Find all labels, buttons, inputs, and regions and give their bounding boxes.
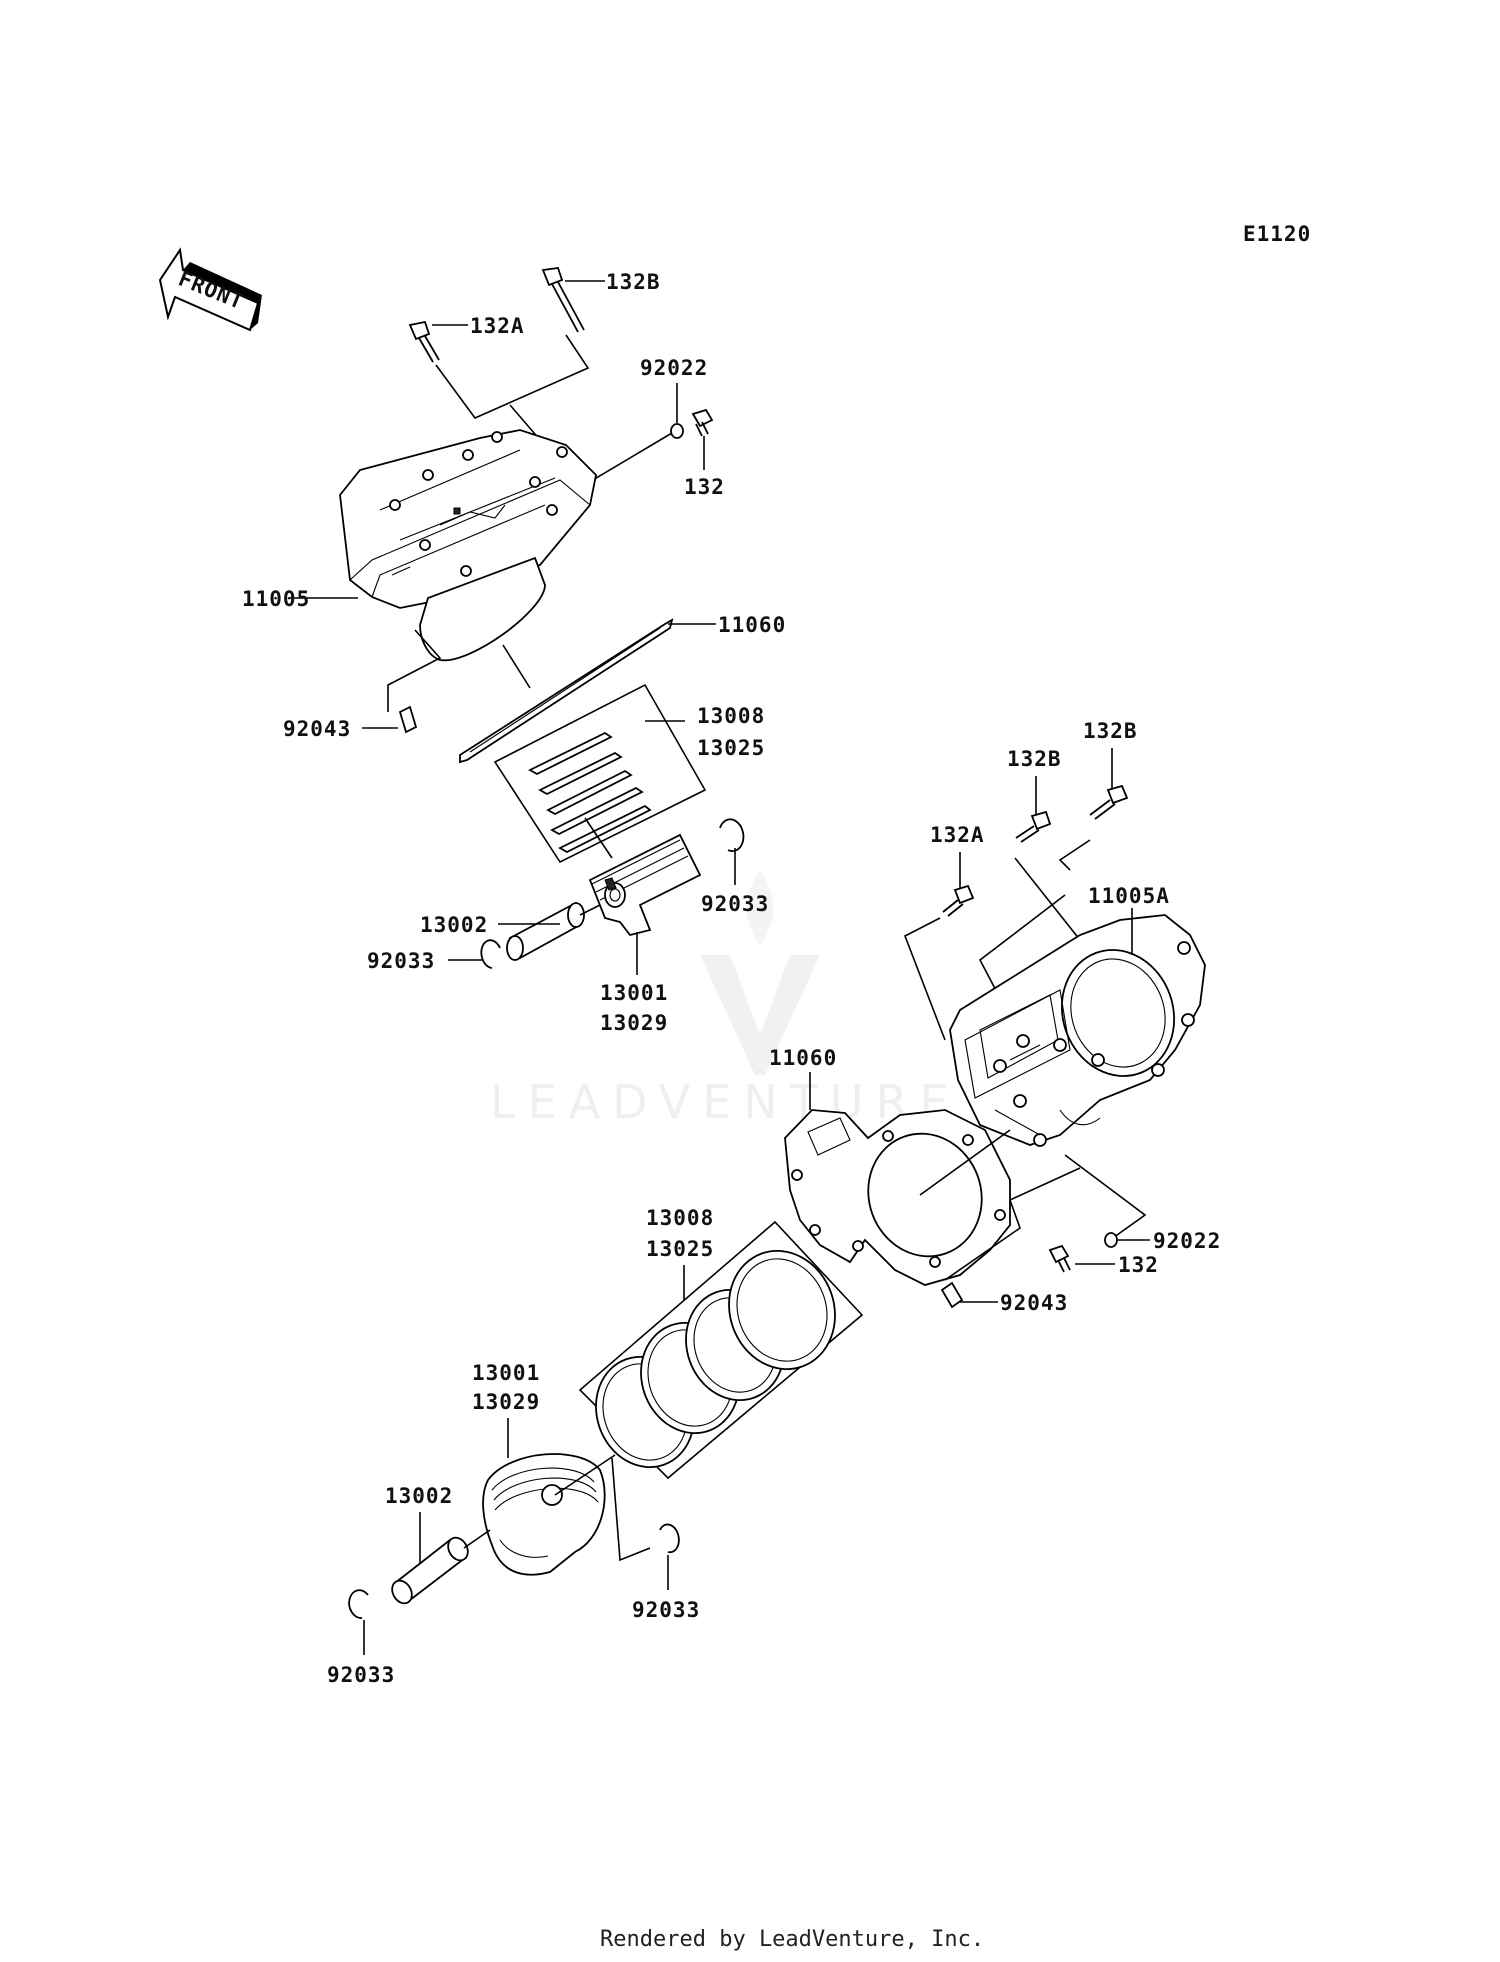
label-13025-lower: 13025 <box>646 1237 714 1261</box>
circlip-92033-lower-left <box>348 1589 369 1619</box>
label-13029-upper: 13029 <box>600 1011 668 1035</box>
label-92033-lower-left: 92033 <box>327 1663 395 1687</box>
watermark-text: LEADVENTURE <box>490 1075 961 1129</box>
piston-rings-lower <box>578 1220 864 1480</box>
circlip-92033-upper-left <box>480 939 501 969</box>
cylinder-11005 <box>339 429 597 662</box>
front-arrow-icon: FRONT <box>158 247 262 332</box>
label-11005a-lower: 11005A <box>1088 884 1170 908</box>
label-13002-lower: 13002 <box>385 1484 453 1508</box>
label-13001-lower: 13001 <box>472 1361 540 1385</box>
bolt-132a-lower <box>942 884 975 917</box>
piston-pin-13002-upper <box>506 902 585 961</box>
label-92043-upper: 92043 <box>283 717 351 741</box>
label-132-upper: 132 <box>684 475 725 499</box>
bolt-132b-lower-left <box>1015 810 1052 843</box>
gasket-11060-lower <box>784 1109 1011 1286</box>
washer-92022-upper <box>670 423 684 439</box>
footer-credit: Rendered by LeadVenture, Inc. <box>600 1927 984 1952</box>
bolt-132b-lower-right <box>1089 784 1129 820</box>
label-132b-lower-right: 132B <box>1083 719 1138 743</box>
label-13025-upper: 13025 <box>697 736 765 760</box>
label-92022-upper: 92022 <box>640 356 708 380</box>
piston-pin-13002-lower <box>391 1536 469 1605</box>
label-13008-upper: 13008 <box>697 704 765 728</box>
label-13029-lower: 13029 <box>472 1390 540 1414</box>
label-92043-lower: 92043 <box>1000 1291 1068 1315</box>
label-11060-lower: 11060 <box>769 1046 837 1070</box>
label-92033-lower-right: 92033 <box>632 1598 700 1622</box>
piston-13001-upper <box>588 833 702 937</box>
gasket-11060-upper <box>459 618 674 764</box>
label-11005-upper: 11005 <box>242 587 310 611</box>
watermark: LEADVENTURE <box>490 870 961 1129</box>
label-92033-upper-right: 92033 <box>701 892 769 916</box>
label-13001-upper: 13001 <box>600 981 668 1005</box>
label-11060-upper: 11060 <box>718 613 786 637</box>
cylinder-11005a <box>949 914 1206 1147</box>
label-92022-lower: 92022 <box>1153 1229 1221 1253</box>
label-132b-upper: 132B <box>606 270 661 294</box>
bolt-132-lower <box>1048 1244 1071 1273</box>
piston-13001-lower <box>482 1453 606 1576</box>
bolt-132b-upper <box>541 267 605 333</box>
label-13002-upper: 13002 <box>420 913 488 937</box>
label-132a-upper: 132A <box>470 314 525 338</box>
label-92033-upper-left: 92033 <box>367 949 435 973</box>
label-132b-lower-left: 132B <box>1007 747 1062 771</box>
diagram-code: E1120 <box>1243 222 1311 246</box>
label-13008-lower: 13008 <box>646 1206 714 1230</box>
label-132-lower: 132 <box>1118 1253 1159 1277</box>
circlip-92033-upper-right <box>719 818 745 852</box>
bolt-132-upper <box>691 408 714 437</box>
washer-92022-lower <box>1104 1232 1118 1248</box>
bolt-132a-upper <box>408 320 468 363</box>
label-132a-lower: 132A <box>930 823 985 847</box>
dowel-92043-upper <box>398 705 418 734</box>
circlip-92033-lower-right <box>659 1523 680 1554</box>
dowel-92043-lower <box>940 1281 964 1309</box>
piston-rings-upper <box>493 683 707 864</box>
